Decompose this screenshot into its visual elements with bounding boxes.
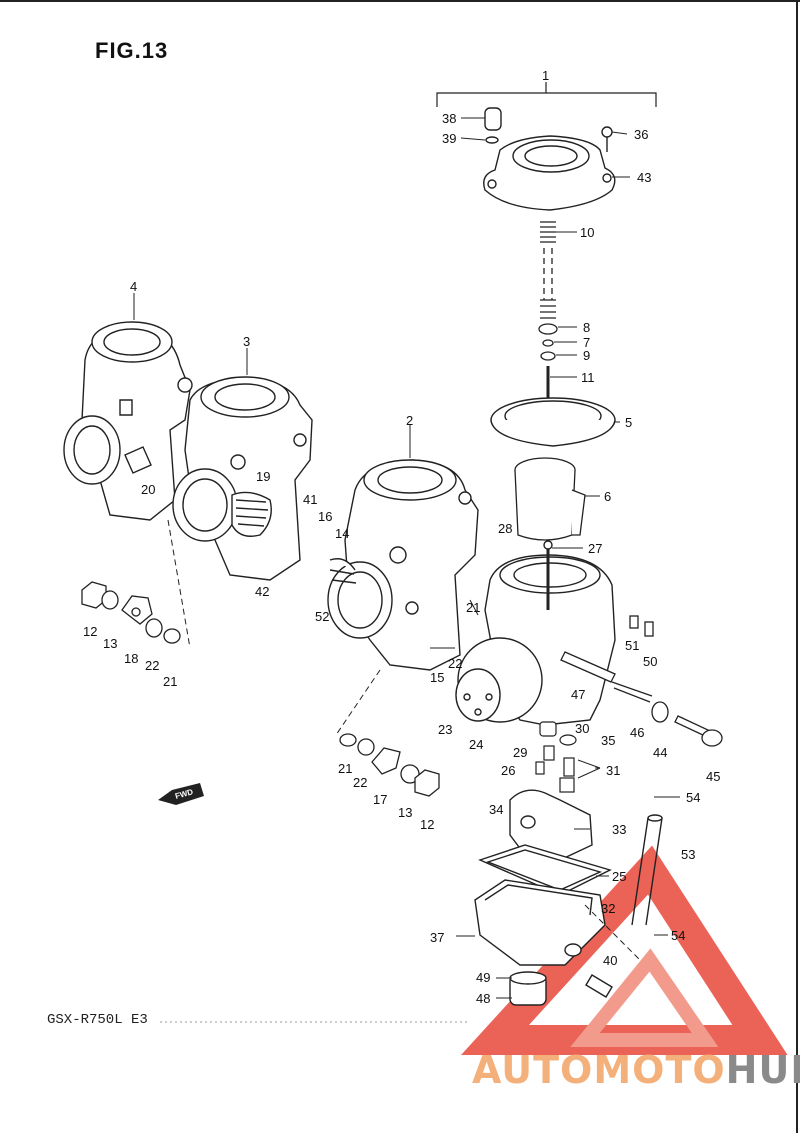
watermark-text-left: AUTOMOTO [472,1048,726,1092]
callout-15: 15 [430,670,444,685]
callout-36: 36 [634,127,648,142]
callout-22-right: 22 [448,656,462,671]
callout-44: 44 [653,745,667,760]
watermark-text-right: HUB [725,1048,800,1092]
callout-7: 7 [583,335,590,350]
callout-14: 14 [335,526,349,541]
callout-28: 28 [498,521,512,536]
callout-45: 45 [706,769,720,784]
carburetor-2 [327,459,479,671]
fuel-hose [631,814,663,926]
leader-lines [133,117,680,999]
left-small-parts [81,581,181,644]
callout-20: 20 [141,482,155,497]
callout-19: 19 [256,469,270,484]
callout-4: 4 [130,279,137,294]
callout-21-center: 21 [338,761,352,776]
float-bowl-assembly [474,789,613,1006]
callout-12-center: 12 [420,817,434,832]
callout-51: 51 [625,638,639,653]
callout-29: 29 [513,745,527,760]
fwd-arrow-icon: FWD [158,783,204,805]
callout-17: 17 [373,792,387,807]
callout-38: 38 [442,111,456,126]
callout-labels: 1 2 3 4 5 6 7 8 9 10 11 12 12 13 13 14 1… [83,68,720,1006]
watermark-brand: AUTOMOTOHUB [472,1048,800,1092]
callout-13-left: 13 [103,636,117,651]
callout-10: 10 [580,225,594,240]
piston-slide [514,457,586,541]
callout-49: 49 [476,970,490,985]
callout-27: 27 [588,541,602,556]
callout-1: 1 [542,68,549,83]
callout-23: 23 [438,722,452,737]
callout-35: 35 [601,733,615,748]
callout-34: 34 [489,802,503,817]
carburetor-1-body [455,540,616,726]
callout-33: 33 [612,822,626,837]
callout-37: 37 [430,930,444,945]
center-small-parts [339,733,440,797]
callout-30: 30 [575,721,589,736]
callout-26: 26 [501,763,515,778]
callout-3: 3 [243,334,250,349]
callout-25: 25 [612,869,626,884]
callout-8: 8 [583,320,590,335]
callout-48: 48 [476,991,490,1006]
callout-47: 47 [571,687,585,702]
callout-21-right: 21 [466,600,480,615]
callout-11: 11 [581,370,595,385]
jet-parts [535,721,577,793]
figure-title: FIG.13 [95,38,169,63]
carburetor-3 [172,376,313,581]
carburetor-4 [63,321,193,521]
callout-32: 32 [601,901,615,916]
callout-16: 16 [318,509,332,524]
callout-43: 43 [637,170,651,185]
callout-40: 40 [603,953,617,968]
callout-12-left: 12 [83,624,97,639]
callout-6: 6 [604,489,611,504]
callout-31: 31 [606,763,620,778]
callout-22-left: 22 [145,658,159,673]
model-code: GSX-R750L E3 [47,1012,148,1028]
callout-53: 53 [681,847,695,862]
callout-9: 9 [583,348,590,363]
callout-5: 5 [625,415,632,430]
callout-18: 18 [124,651,138,666]
diaphragm [490,397,616,447]
callout-22-center: 22 [353,775,367,790]
callout-2: 2 [406,413,413,428]
assembly-bracket-1 [436,82,657,107]
callout-50: 50 [643,654,657,669]
screw-spring-group [560,615,723,747]
callout-21-left: 21 [163,674,177,689]
callout-52: 52 [315,609,329,624]
callout-41: 41 [303,492,317,507]
callout-13-center: 13 [398,805,412,820]
callout-42: 42 [255,584,269,599]
top-cover-cap [483,107,616,211]
callout-46: 46 [630,725,644,740]
callout-24: 24 [469,737,483,752]
callout-54-top: 54 [686,790,700,805]
callout-54-bottom: 54 [671,928,685,943]
callout-39: 39 [442,131,456,146]
